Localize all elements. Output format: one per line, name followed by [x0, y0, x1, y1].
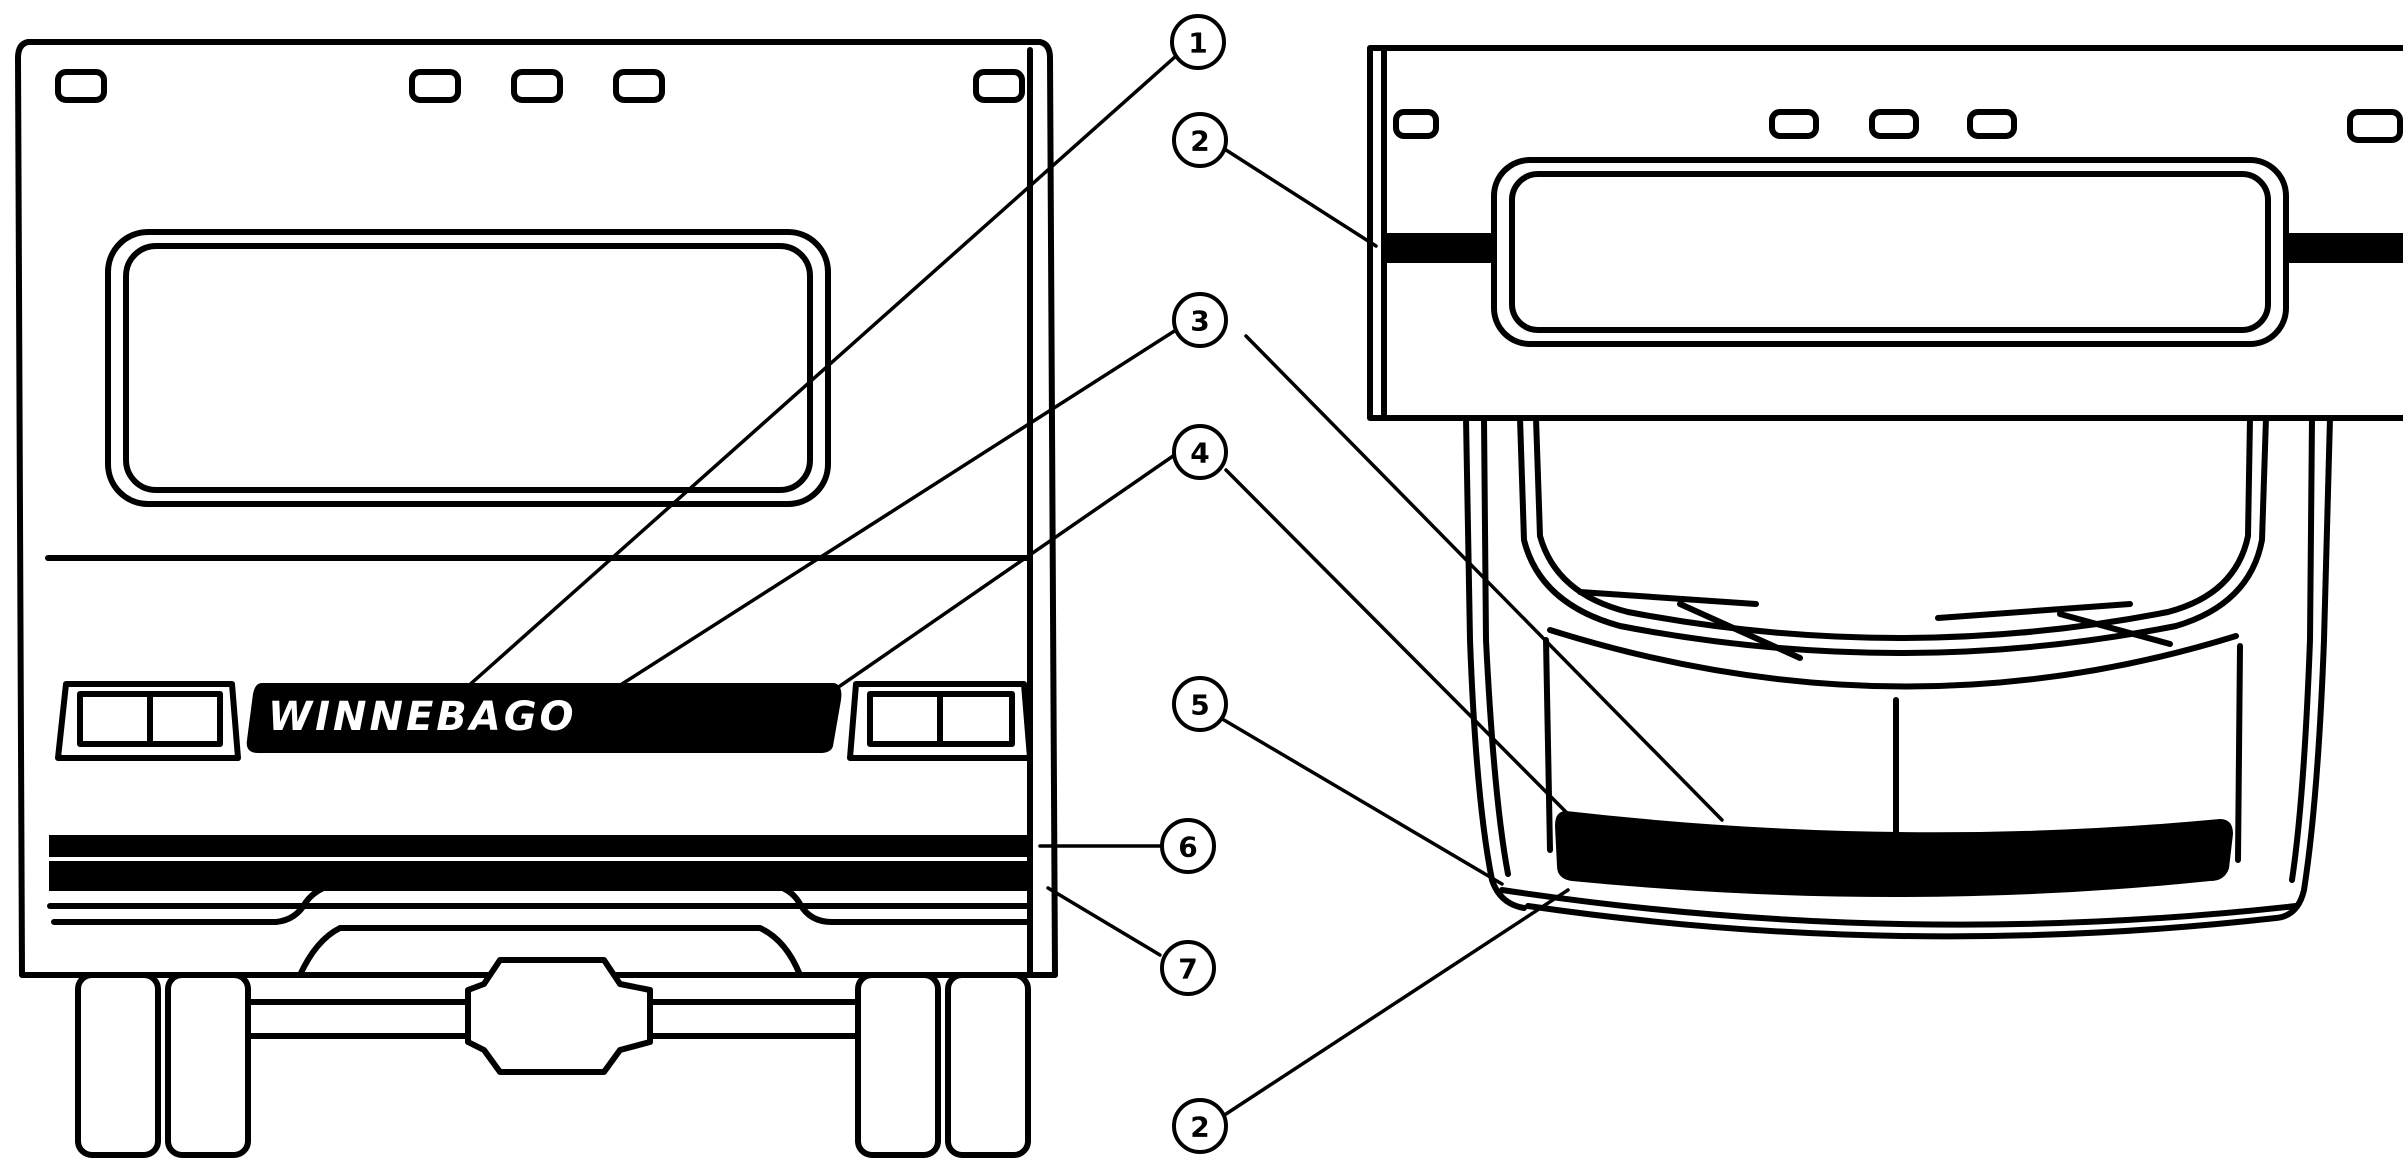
callout-4: 4: [1172, 424, 1228, 480]
leader-line: [838, 452, 1178, 688]
leader-line: [620, 328, 1178, 686]
rear-wheel: [165, 972, 251, 1158]
rear-differential: [465, 957, 653, 1075]
callout-3: 3: [1172, 292, 1228, 348]
leader-line: [1224, 148, 1378, 248]
leader-line: [1224, 468, 1568, 814]
rear-body-outline: [15, 39, 1058, 978]
marker-light: [2347, 109, 2403, 143]
leader-line: [1244, 334, 1724, 822]
rear-wheel: [75, 972, 161, 1158]
callout-1: 1: [1170, 14, 1226, 70]
cabover-window: [1491, 157, 2289, 347]
cab-right-side-inner: [2289, 415, 2315, 883]
rear-view: WINNEBAGO: [15, 39, 1058, 1158]
wiper-left: [1577, 589, 1803, 661]
marker-light: [1869, 109, 1919, 139]
wiper-right: [1935, 601, 2173, 647]
cabover-outline: [1367, 45, 2403, 421]
callout-number: 7: [1178, 953, 1197, 986]
front-stripe-right: [2281, 233, 2403, 263]
marker-light: [1393, 109, 1439, 139]
callout-number: 2: [1190, 1111, 1209, 1144]
rear-wheel: [945, 972, 1031, 1158]
callout-number: 6: [1178, 831, 1197, 864]
front-grille-decal: [1554, 810, 2234, 897]
callout-number: 2: [1190, 125, 1209, 158]
rear-stripe-upper: [49, 835, 1031, 857]
hood-right-edge: [2235, 643, 2243, 863]
rear-bumper-edge: [297, 925, 803, 978]
callouts: 1 2 3 4 5 6 7 2: [1160, 14, 1228, 1154]
cabover-window-inner: [1509, 171, 2271, 333]
front-view: [1367, 45, 2403, 940]
rear-logo-decal-stripe: [246, 683, 842, 753]
leader-line: [1046, 886, 1162, 957]
cab-left-side-inner: [1481, 415, 1511, 877]
leader-line: [1224, 888, 1570, 1116]
front-bumper: [1499, 887, 2299, 928]
winnebago-logo: WINNEBAGO: [268, 694, 577, 740]
marker-light: [409, 69, 461, 103]
tail-light-right: [847, 681, 1033, 761]
callout-5: 5: [1172, 676, 1228, 732]
callout-7: 7: [1160, 940, 1216, 996]
callout-2-bottom: 2: [1172, 1098, 1228, 1154]
leader-lines: [464, 54, 1724, 1116]
cab-left-side: [1463, 415, 1527, 911]
marker-light: [1967, 109, 2017, 139]
leader-line: [464, 54, 1178, 690]
marker-light: [973, 69, 1025, 103]
callout-number: 3: [1190, 305, 1209, 338]
rear-window-inner: [123, 243, 813, 493]
front-bumper-lower: [1525, 903, 2279, 940]
callout-number: 5: [1190, 689, 1209, 722]
tail-light-left: [55, 681, 241, 761]
callout-6: 6: [1160, 818, 1216, 874]
marker-light: [55, 69, 107, 103]
hood-line: [1547, 627, 2239, 690]
marker-light: [1769, 109, 1819, 139]
front-stripe-left: [1387, 233, 1499, 263]
callout-number: 1: [1188, 27, 1207, 60]
callout-2-top: 2: [1172, 112, 1228, 168]
marker-light: [511, 69, 563, 103]
hood-left-edge: [1543, 637, 1553, 853]
rear-bumper-cutout: [51, 881, 1033, 925]
cab-right-side: [2273, 415, 2333, 921]
windshield: [1517, 415, 2269, 656]
leader-line: [1222, 718, 1504, 886]
rear-wheel: [855, 972, 941, 1158]
marker-light: [613, 69, 665, 103]
callout-number: 4: [1190, 437, 1209, 470]
windshield-inner: [1533, 415, 2253, 641]
